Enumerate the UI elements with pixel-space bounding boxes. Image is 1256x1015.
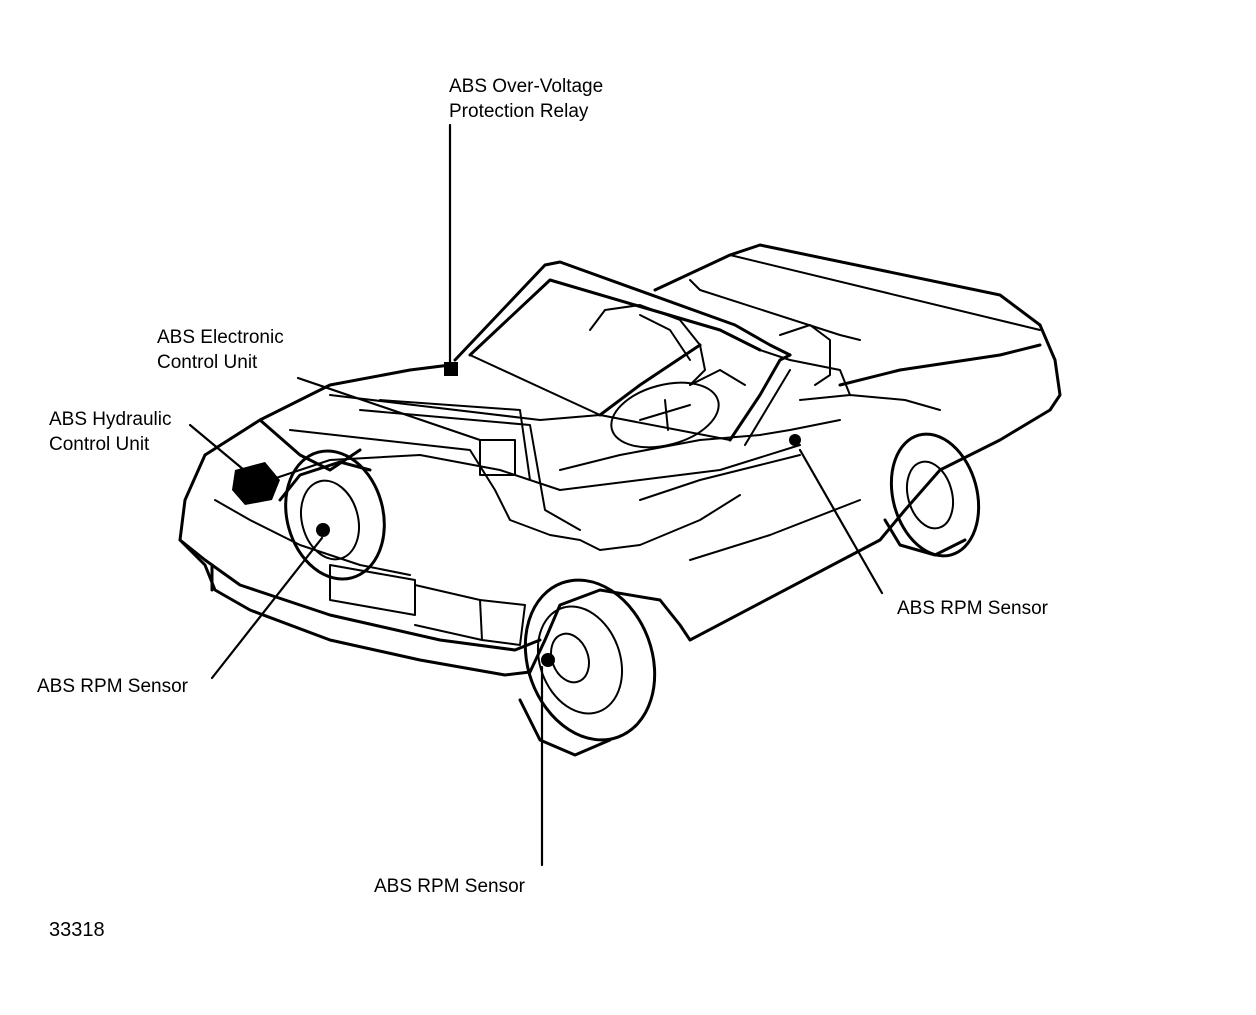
label-rpm-sensor-right: ABS RPM Sensor [897, 596, 1048, 621]
wheels [278, 369, 981, 757]
label-ecu-line2: Control Unit [157, 352, 258, 373]
abs-components [232, 362, 801, 667]
car-body [178, 243, 1062, 677]
label-hydraulic: ABS Hydraulic Control Unit [49, 407, 172, 457]
label-rpm-sensor-bottom-text: ABS RPM Sensor [374, 876, 525, 897]
label-relay-line1: ABS Over-Voltage [449, 76, 604, 97]
label-rpm-sensor-right-text: ABS RPM Sensor [897, 598, 1048, 619]
figure-number: 33318 [49, 918, 105, 943]
label-rpm-sensor-bottom: ABS RPM Sensor [374, 874, 525, 899]
label-ecu: ABS Electronic Control Unit [157, 325, 284, 375]
label-hydraulic-line1: ABS Hydraulic [49, 409, 172, 430]
label-relay-line2: Protection Relay [449, 101, 589, 122]
label-rpm-sensor-left-text: ABS RPM Sensor [37, 676, 188, 697]
label-hydraulic-line2: Control Unit [49, 434, 150, 455]
figure-number-text: 33318 [49, 919, 105, 941]
leader-lines [188, 123, 884, 867]
label-ecu-line1: ABS Electronic [157, 327, 284, 348]
label-rpm-sensor-left: ABS RPM Sensor [37, 674, 188, 699]
label-relay: ABS Over-Voltage Protection Relay [449, 74, 603, 124]
